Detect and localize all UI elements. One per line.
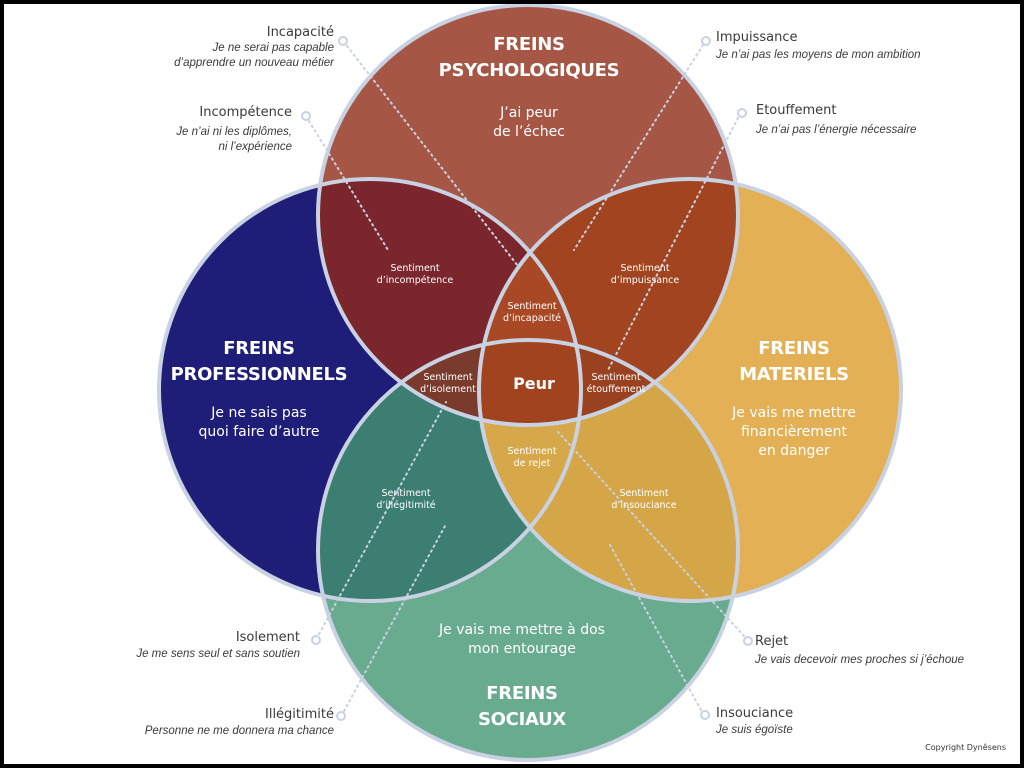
intersection-insouciance-line1: Sentiment xyxy=(619,488,669,499)
callout-impuissance-desc-line1: Je n’ai pas les moyens de mon ambition xyxy=(716,49,921,61)
intersection-rejet: Sentiment de rejet xyxy=(492,446,572,470)
callout-rejet-desc-line1: Je vais decevoir mes proches si j’échoue xyxy=(755,654,965,666)
materiels-subtitle-line1: Je vais me mettre xyxy=(732,405,856,421)
intersection-etouffement-line2: étouffement xyxy=(586,384,646,395)
psychologiques-label: FREINS PSYCHOLOGIQUES J’ai peur de l’éch… xyxy=(434,32,624,142)
intersection-incompetence-line2: d’incompétence xyxy=(376,275,454,286)
intersection-incapacite-line1: Sentiment xyxy=(507,301,557,312)
leader-line-etouffement xyxy=(607,117,739,371)
intersection-impuissance: Sentiment d’impuissance xyxy=(590,263,700,287)
intersection-isolement: Sentiment d’isolement xyxy=(408,372,488,396)
leader-line-isolement xyxy=(318,401,447,635)
callout-incapacite-desc-line1: Je ne serai pas capable xyxy=(212,42,334,54)
callout-rejet-name: Rejet xyxy=(755,634,789,649)
marker-rejet xyxy=(743,636,753,646)
marker-illegitimite xyxy=(336,711,346,721)
callout-incapacite: Incapacité Je ne serai pas capable d’app… xyxy=(174,25,334,71)
psychologiques-title-line2: PSYCHOLOGIQUES xyxy=(438,60,620,81)
outline-sociaux xyxy=(316,338,740,762)
psychologiques-subtitle-line1: J’ai peur xyxy=(500,105,558,121)
materiels-label: FREINS MATERIELS Je vais me mettre finan… xyxy=(704,336,884,461)
intersection-etouffement: Sentiment étouffement xyxy=(576,372,656,396)
callout-insouciance-desc-line1: Je suis égoïste xyxy=(716,724,793,736)
marker-incompetence xyxy=(301,111,311,121)
outline-materiels xyxy=(477,177,903,603)
materiels-title-line1: FREINS xyxy=(758,338,830,359)
leader-line-incapacite xyxy=(346,45,519,267)
callout-isolement-desc-line1: Je me sens seul et sans soutien xyxy=(136,648,300,660)
venn-diagram xyxy=(157,4,903,762)
leader-line-incompetence xyxy=(308,120,389,251)
professionnels-title-line2: PROFESSIONNELS xyxy=(170,364,348,385)
sociaux-label: Je vais me mettre à dos mon entourage FR… xyxy=(422,621,622,733)
sociaux-title-line2: SOCIAUX xyxy=(478,709,566,730)
callout-impuissance: Impuissance Je n’ai pas les moyens de mo… xyxy=(716,30,921,63)
intersection-isolement-line2: d’isolement xyxy=(420,384,476,395)
callout-incompetence-name: Incompétence xyxy=(199,105,292,120)
intersection-impuissance-line2: d’impuissance xyxy=(610,275,680,286)
psychologiques-title-line1: FREINS xyxy=(493,34,565,55)
callout-incapacite-desc-line2: d’apprendre un nouveau métier xyxy=(174,57,334,69)
callout-illegitimite: Illégitimité Personne ne me donnera ma c… xyxy=(145,707,334,739)
callout-incompetence-desc-line2: ni l’expérience xyxy=(218,141,292,153)
intersection-illegitimite-line1: Sentiment xyxy=(381,488,431,499)
callout-impuissance-name: Impuissance xyxy=(716,30,798,45)
intersection-rejet-line2: de rejet xyxy=(513,458,551,469)
intersection-incapacite-line2: d’incapacité xyxy=(502,313,562,324)
intersection-incompetence-line1: Sentiment xyxy=(390,263,440,274)
intersection-isolement-line1: Sentiment xyxy=(423,372,473,383)
intersection-etouffement-line1: Sentiment xyxy=(591,372,641,383)
professionnels-subtitle-line1: Je ne sais pas xyxy=(211,405,307,421)
intersection-incompetence: Sentiment d’incompétence xyxy=(360,263,470,287)
marker-insouciance xyxy=(700,710,710,720)
intersection-insouciance: Sentiment d’insouciance xyxy=(594,488,694,512)
callout-incapacite-name: Incapacité xyxy=(266,25,334,40)
center-peur: Peur xyxy=(513,374,555,393)
callout-insouciance: Insouciance Je suis égoïste xyxy=(716,706,793,738)
callout-illegitimite-name: Illégitimité xyxy=(265,707,334,722)
callout-rejet: Rejet Je vais decevoir mes proches si j’… xyxy=(755,634,964,668)
psychologiques-subtitle-line2: de l’échec xyxy=(493,124,565,140)
marker-etouffement xyxy=(737,108,747,118)
diagram-canvas: FREINS PSYCHOLOGIQUES J’ai peur de l’éch… xyxy=(4,4,1020,764)
leader-line-insouciance xyxy=(609,544,702,711)
marker-incapacite xyxy=(338,36,348,46)
sociaux-title-line1: FREINS xyxy=(486,683,558,704)
outline-professionnels xyxy=(157,177,583,603)
callout-insouciance-name: Insouciance xyxy=(716,706,794,721)
marker-isolement xyxy=(311,635,321,645)
copyright-text: Copyright Dynêsens xyxy=(925,743,1006,752)
leader-line-rejet xyxy=(557,431,745,637)
intersection-illegitimite: Sentiment d’illégitimité xyxy=(356,488,456,512)
callout-isolement: Isolement Je me sens seul et sans soutie… xyxy=(136,630,300,662)
callout-incompetence-desc-line1: Je n’ai ni les diplômes, xyxy=(176,126,292,138)
materiels-title-line2: MATERIELS xyxy=(739,364,849,385)
materiels-subtitle-line2: financièrement xyxy=(740,424,848,440)
intersection-rejet-line1: Sentiment xyxy=(507,446,557,457)
callout-incompetence: Incompétence Je n’ai ni les diplômes, ni… xyxy=(176,105,292,155)
callout-isolement-name: Isolement xyxy=(235,630,300,645)
materiels-subtitle-line3: en danger xyxy=(758,443,830,459)
professionnels-title-line1: FREINS xyxy=(223,338,295,359)
intersection-incapacite: Sentiment d’incapacité xyxy=(482,301,582,325)
leader-line-impuissance xyxy=(573,44,704,251)
sociaux-subtitle-line1: Je vais me mettre à dos xyxy=(439,622,605,638)
callout-illegitimite-desc-line1: Personne ne me donnera ma chance xyxy=(144,725,334,737)
marker-impuissance xyxy=(701,36,711,46)
callout-etouffement: Etouffement Je n’ai pas l’énergie nécess… xyxy=(756,103,916,138)
professionnels-subtitle-line2: quoi faire d’autre xyxy=(198,424,320,440)
intersection-impuissance-line1: Sentiment xyxy=(620,263,670,274)
intersection-illegitimite-line2: d’illégitimité xyxy=(376,500,436,511)
professionnels-label: FREINS PROFESSIONNELS Je ne sais pas quo… xyxy=(164,336,354,442)
intersection-insouciance-line2: d’insouciance xyxy=(611,500,677,511)
leader-line-illegitimite xyxy=(343,525,446,712)
sociaux-subtitle-line2: mon entourage xyxy=(468,641,576,657)
outline-psychologiques xyxy=(316,4,740,427)
callout-etouffement-name: Etouffement xyxy=(756,103,837,118)
callout-etouffement-desc-line1: Je n’ai pas l’énergie nécessaire xyxy=(756,124,917,136)
